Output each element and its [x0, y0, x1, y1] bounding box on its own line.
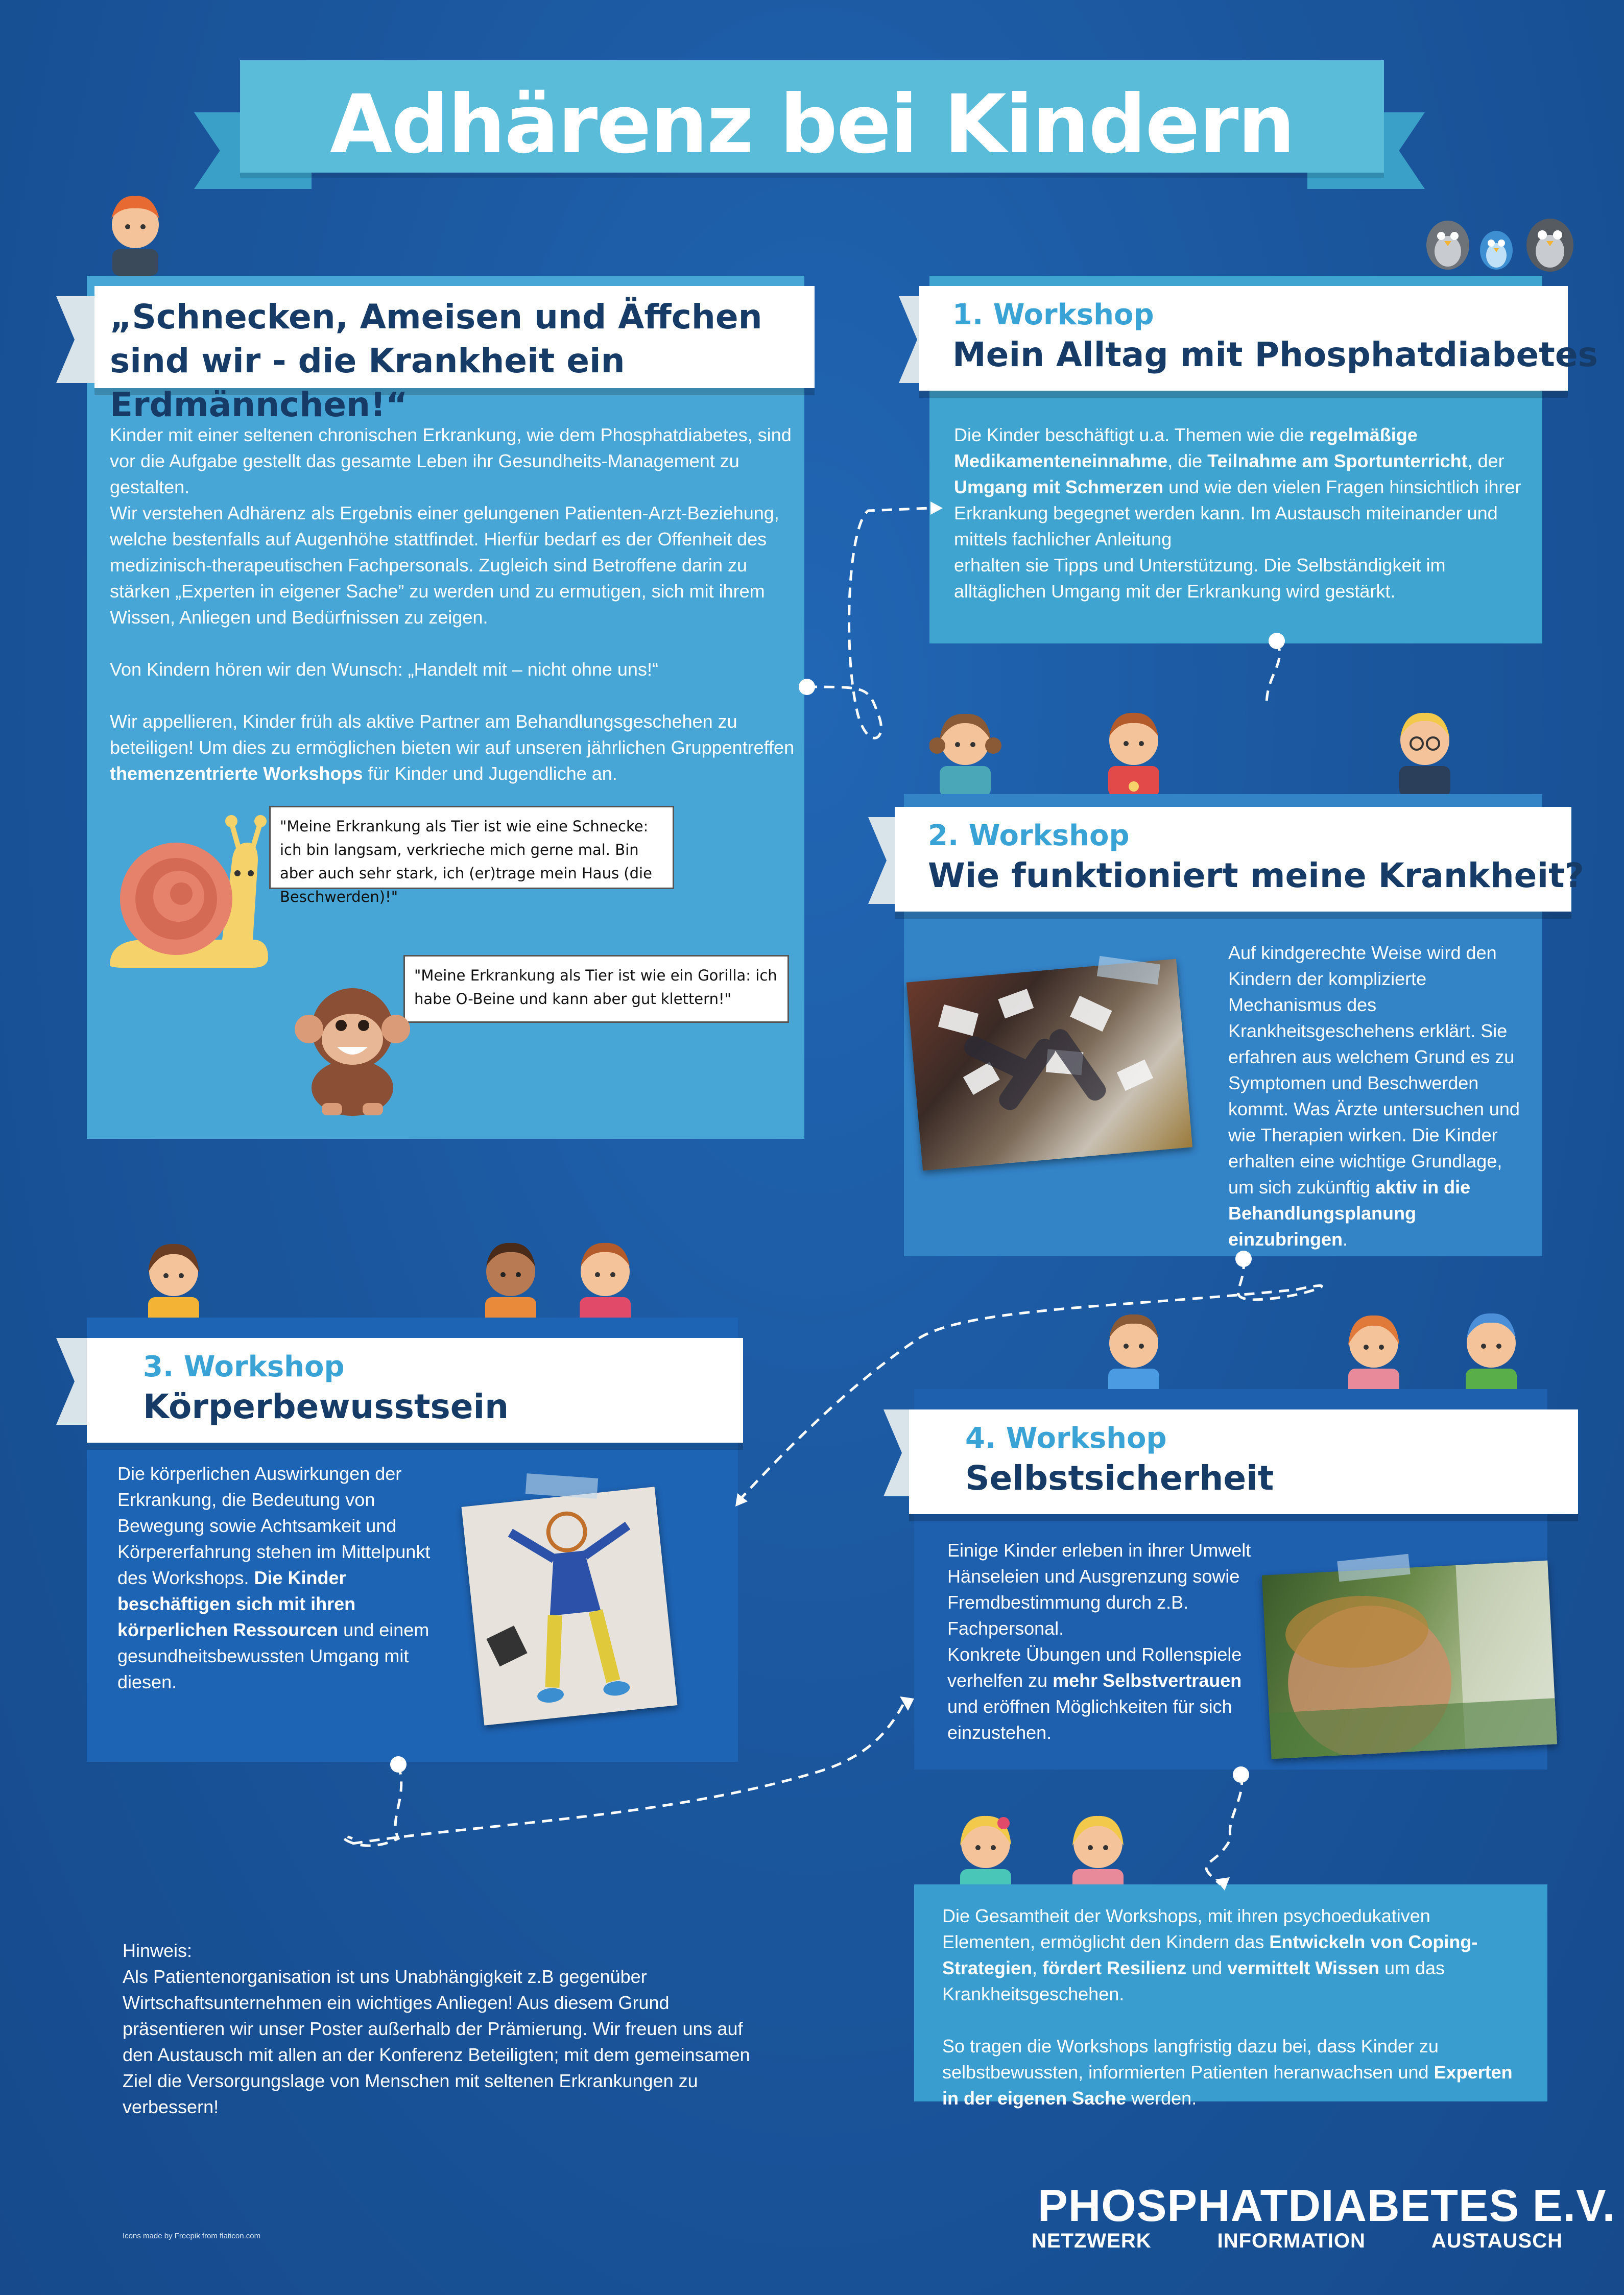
workshop-3-banner: 3. Workshop Körperbewusstsein — [87, 1338, 743, 1443]
logo-tag-information: INFORMATION — [1217, 2230, 1366, 2252]
summary-text: Die Gesamtheit der Workshops, mit ihren … — [942, 1905, 1513, 2109]
logo-tag-austausch: AUSTAUSCH — [1431, 2230, 1563, 2252]
workshop-3-number: 3. Workshop — [143, 1350, 345, 1383]
note-label: Hinweis: — [123, 1940, 193, 1961]
kids-group-2-icon — [148, 1242, 631, 1328]
org-logo: PHOSPHATDIABETES E.V. NETZWERK INFORMATI… — [1032, 2180, 1615, 2253]
intro-paragraph-4: Wir appellieren, Kinder früh als aktive … — [110, 711, 795, 784]
workshop-1-text: Die Kinder beschäftigt u.a. Themen wie d… — [954, 424, 1521, 602]
workshop-4-banner: 4. Workshop Selbstsicherheit — [909, 1409, 1578, 1514]
workshop-4-title: Selbstsicherheit — [965, 1459, 1274, 1498]
workshop-2-banner: 2. Workshop Wie funktioniert meine Krank… — [895, 807, 1584, 912]
icon-credit: Icons made by Freepik from flaticon.com — [123, 2232, 261, 2240]
boy-avatar-icon — [111, 196, 159, 276]
intro-paragraph-2: Wir verstehen Adhärenz als Ergebnis eine… — [110, 503, 779, 628]
note: Hinweis: Als Patientenorganisation ist u… — [123, 1938, 756, 2120]
workshop-1-title: Mein Alltag mit Phosphatdiabetes — [952, 335, 1598, 374]
note-text: Als Patientenorganisation ist uns Unabhä… — [123, 1966, 750, 2117]
org-name: PHOSPHATDIABETES E.V. — [1038, 2180, 1616, 2231]
quote-snail: "Meine Erkrankung als Tier ist wie eine … — [269, 806, 674, 905]
workshop-2-title: Wie funktioniert meine Krankheit? — [928, 856, 1584, 895]
workshop-3-title: Körperbewusstsein — [143, 1387, 509, 1426]
quote-gorilla: "Meine Erkrankung als Tier ist wie ein G… — [403, 955, 789, 1023]
workshop-3-photo — [461, 1487, 678, 1726]
intro-banner: „Schnecken, Ameisen und Äffchen sind wir… — [94, 286, 815, 424]
workshop-4-photo — [1261, 1560, 1558, 1759]
birds-icon — [1426, 219, 1573, 272]
workshop-4-text: Einige Kinder erleben in ihrer Umwelt Hä… — [947, 1540, 1251, 1743]
title-ribbon: Adhärenz bei Kindern — [240, 60, 1384, 173]
workshop-3-text: Die körperlichen Auswirkungen der Erkran… — [117, 1463, 431, 1692]
workshop-2-number: 2. Workshop — [928, 819, 1130, 852]
kids-group-3-icon — [1108, 1313, 1517, 1399]
kids-group-icon — [929, 712, 1450, 797]
intro-paragraph-3: Von Kindern hören wir den Wunsch: „Hande… — [110, 659, 658, 680]
summary-panel — [914, 1884, 1547, 2101]
intro-text: Kinder mit einer seltenen chronischen Er… — [110, 422, 799, 786]
intro-paragraph-1: Kinder mit einer seltenen chronischen Er… — [110, 424, 792, 497]
workshop-4-number: 4. Workshop — [965, 1422, 1167, 1455]
workshop-2-text: Auf kindgerechte Weise wird den Kindern … — [1228, 942, 1520, 1250]
workshop-1-number: 1. Workshop — [952, 298, 1154, 331]
snail-icon — [110, 815, 268, 968]
workshop-2-photo — [906, 959, 1193, 1171]
logo-tag-netzwerk: NETZWERK — [1032, 2230, 1152, 2252]
page-title: Adhärenz bei Kindern — [329, 78, 1295, 172]
intro-heading: „Schnecken, Ameisen und Äffchen sind wir… — [110, 297, 762, 424]
workshop-1-banner: 1. Workshop Mein Alltag mit Phosphatdiab… — [919, 286, 1598, 391]
monkey-icon — [295, 988, 410, 1116]
